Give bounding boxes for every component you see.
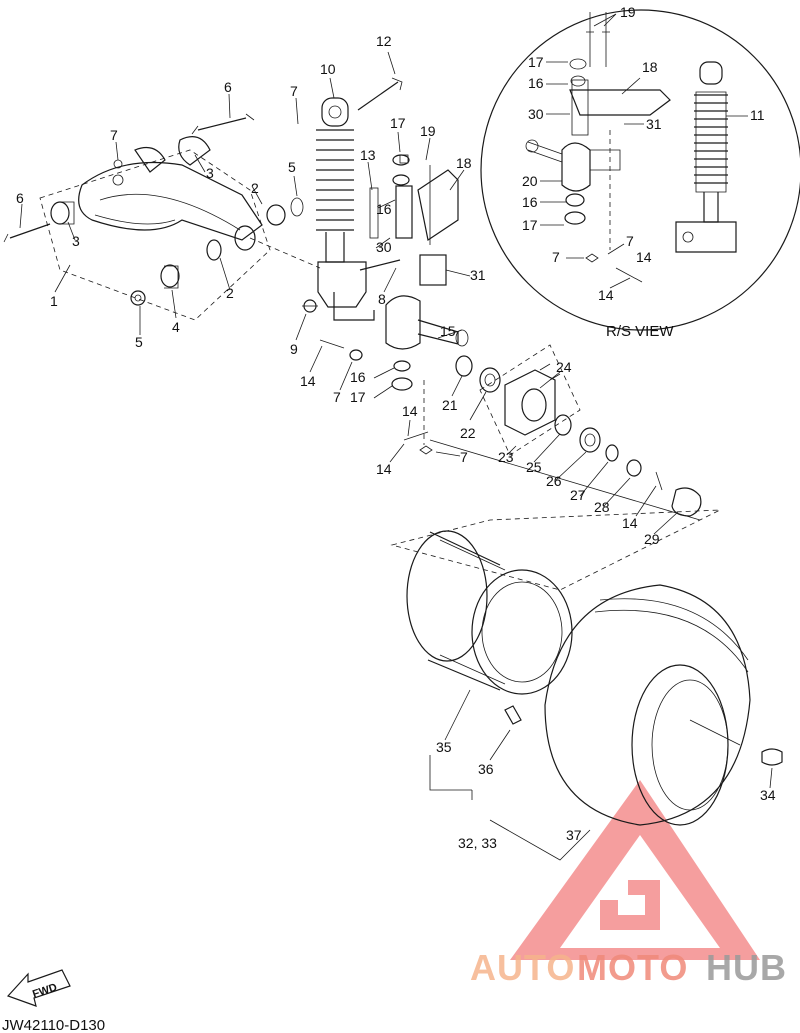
callout-c3b: 3 — [72, 233, 80, 249]
rs-view-circle — [480, 9, 800, 331]
callout-c18: 18 — [456, 155, 472, 171]
callout-c28: 28 — [594, 499, 610, 515]
inset-shock-absorber — [675, 61, 737, 253]
watermark-wordmark: AUTO MOTO HUB — [470, 947, 787, 988]
callout-c37: 37 — [566, 827, 582, 843]
callout-v19: 19 — [620, 4, 636, 20]
a-arm-assembly — [3, 113, 321, 321]
watermark-text-0: AUTO — [470, 947, 575, 988]
rs-view-label: R/S VIEW — [606, 323, 674, 340]
callout-c14d: 14 — [622, 515, 638, 531]
callout-c7c: 7 — [333, 389, 341, 405]
callout-v31: 31 — [646, 116, 662, 132]
callout-c16b: 16 — [376, 201, 392, 217]
callout-v17a: 17 — [528, 54, 544, 70]
callout-c32: 32, 33 — [458, 835, 497, 851]
callout-c7a: 7 — [110, 127, 118, 143]
main-callouts: 1 2 2 3 3 4 5 5 6 6 7 7 7 7 8 9 10 12 — [16, 33, 776, 861]
callout-c5a: 5 — [135, 334, 143, 350]
callout-c12: 12 — [376, 33, 392, 49]
callout-v18: 18 — [642, 59, 658, 75]
wheel-rim — [390, 509, 721, 725]
callout-c10: 10 — [320, 61, 336, 77]
callout-c4: 4 — [172, 319, 180, 335]
callout-c2b: 2 — [226, 285, 234, 301]
fwd-arrow: FWD — [6, 969, 71, 1007]
callout-v14a: 14 — [636, 249, 652, 265]
callout-c27: 27 — [570, 487, 586, 503]
callout-c19: 19 — [420, 123, 436, 139]
callout-c13: 13 — [360, 147, 376, 163]
callout-c17a: 17 — [350, 389, 366, 405]
callout-c23: 23 — [498, 449, 514, 465]
watermark-triangle — [510, 780, 760, 960]
callout-c17b: 17 — [390, 115, 406, 131]
main-shock-absorber — [302, 77, 403, 321]
callout-v7a: 7 — [552, 249, 560, 265]
callout-c16a: 16 — [350, 369, 366, 385]
callout-c14a: 14 — [300, 373, 316, 389]
callout-c34: 34 — [760, 787, 776, 803]
callout-v14b: 14 — [598, 287, 614, 303]
callout-v30: 30 — [528, 106, 544, 122]
inset-callouts: 19 17 18 16 30 31 11 20 16 17 7 7 14 14 — [522, 4, 765, 303]
watermark-logo — [510, 780, 760, 960]
callout-c3a: 3 — [206, 165, 214, 181]
callout-c2a: 2 — [251, 180, 259, 196]
callout-c6b: 6 — [16, 190, 24, 206]
callout-c29: 29 — [644, 531, 660, 547]
callout-c30: 30 — [376, 239, 392, 255]
callout-c26: 26 — [546, 473, 562, 489]
callout-c1: 1 — [50, 293, 58, 309]
callout-c14b: 14 — [402, 403, 418, 419]
callout-c8: 8 — [378, 291, 386, 307]
callout-v17b: 17 — [522, 217, 538, 233]
callout-c31: 31 — [470, 267, 486, 283]
hub-assembly — [429, 344, 702, 521]
callout-v7b: 7 — [626, 233, 634, 249]
callout-c21: 21 — [442, 397, 458, 413]
callout-c22: 22 — [460, 425, 476, 441]
callout-c7b: 7 — [290, 83, 298, 99]
knuckle-bracket — [319, 154, 469, 455]
watermark-text-1: MOTO — [577, 947, 688, 988]
callout-c14c: 14 — [376, 461, 392, 477]
watermark-text-2: HUB — [706, 947, 787, 988]
tire — [544, 584, 783, 826]
callout-c6a: 6 — [224, 79, 232, 95]
callout-c9: 9 — [290, 341, 298, 357]
drawing-code: JW42110-D130 — [2, 1017, 105, 1033]
callout-c35: 35 — [436, 739, 452, 755]
callout-v20: 20 — [522, 173, 538, 189]
inset-knuckle — [525, 12, 671, 283]
callout-c36: 36 — [478, 761, 494, 777]
callout-v11: 11 — [750, 107, 765, 123]
callout-v16a: 16 — [528, 75, 544, 91]
callout-c24: 24 — [556, 359, 572, 375]
callout-c15: 15 — [440, 323, 456, 339]
callout-c5b: 5 — [288, 159, 296, 175]
fwd-label: FWD — [31, 982, 59, 1001]
callout-c7d: 7 — [460, 449, 468, 465]
watermark-inner-mark — [600, 880, 660, 930]
callout-c25: 25 — [526, 459, 542, 475]
callout-v16b: 16 — [522, 194, 538, 210]
